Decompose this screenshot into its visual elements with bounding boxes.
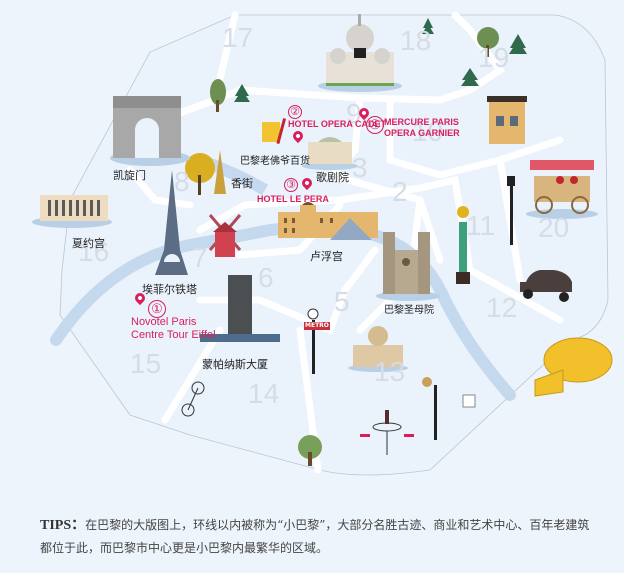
hotel-name: HOTEL LE PERA xyxy=(257,194,329,204)
district-number: 18 xyxy=(400,25,432,56)
hotel-name: HOTEL OPERA CADET xyxy=(288,119,387,129)
july-column-icon xyxy=(456,206,470,284)
eiffel-tower-icon xyxy=(155,170,188,275)
label-notre-dame: 巴黎圣母院 xyxy=(384,305,434,316)
cafe-table-icon xyxy=(360,410,414,455)
district-number: 2 xyxy=(392,176,408,207)
louvre-icon xyxy=(278,202,378,240)
chaillot-palace-icon xyxy=(32,195,112,228)
tree-icons xyxy=(185,18,527,466)
hotel-number: ① xyxy=(148,300,166,318)
label-eiffel-tower: 埃菲尔铁塔 xyxy=(142,283,197,296)
district-number: 19 xyxy=(478,42,510,73)
district-number: 11 xyxy=(466,210,496,241)
district-number: 9 xyxy=(346,98,362,129)
label-montparnasse: 蒙帕纳斯大厦 xyxy=(202,358,268,371)
label-chaillot: 夏约宫 xyxy=(72,237,105,250)
label-galeries-lafayette: 巴黎老佛爷百货 xyxy=(240,156,310,167)
bicycle-icon xyxy=(181,381,205,417)
hotel-number: ④ xyxy=(366,116,384,134)
district-number: 5 xyxy=(334,286,350,317)
district-number: 17 xyxy=(222,22,254,53)
tips-text: 在巴黎的大版图上，环线以内被称为“小巴黎”，大部分名胜古迹、商业和艺术中心、百年… xyxy=(40,518,590,555)
district-number: 16 xyxy=(78,236,110,267)
district-number: 6 xyxy=(258,262,274,293)
street-lamp-icons xyxy=(307,176,515,440)
metro-sign-icon xyxy=(304,322,330,330)
arc-de-triomphe-icon xyxy=(110,96,190,166)
moulin-rouge-icon xyxy=(208,214,242,257)
coffee-cup-icon xyxy=(462,394,476,408)
taxi-car-icon xyxy=(520,270,572,302)
district-number: 20 xyxy=(538,212,570,243)
perfume-bag-icon xyxy=(262,118,287,145)
label-arc-de-triomphe: 凯旋门 xyxy=(113,169,146,182)
hotel-number: ② xyxy=(288,105,302,119)
label-opera: 歌剧院 xyxy=(316,171,349,184)
metro-sign-text: METRO xyxy=(305,322,329,329)
district-number: 7 xyxy=(192,242,208,273)
city-boundary xyxy=(59,14,609,476)
pantheon-icon xyxy=(348,326,408,372)
notre-dame-icon xyxy=(376,232,440,301)
market-stall-icon xyxy=(526,160,598,219)
sacre-coeur-icon xyxy=(318,14,402,92)
district-number: 8 xyxy=(174,166,190,197)
district-number: 13 xyxy=(374,356,406,387)
paris-map xyxy=(32,11,613,476)
district-number: 10 xyxy=(412,116,444,147)
tips-paragraph: TIPS：在巴黎的大版图上，环线以内被称为“小巴黎”，大部分名胜古迹、商业和艺术… xyxy=(40,514,600,559)
district-number: 15 xyxy=(130,348,162,379)
house-icon xyxy=(487,96,527,144)
label-champs-elysees: 香街 xyxy=(231,177,253,190)
opera-garnier-icon xyxy=(302,137,358,170)
tips-label: TIPS： xyxy=(40,518,86,533)
cheese-icon xyxy=(534,337,613,397)
montparnasse-tower-icon xyxy=(200,275,280,342)
district-number: 14 xyxy=(248,378,280,409)
hotel-number: ③ xyxy=(284,178,298,192)
district-number: 12 xyxy=(486,292,518,323)
district-number: 3 xyxy=(352,152,368,183)
label-louvre: 卢浮宫 xyxy=(310,250,343,263)
